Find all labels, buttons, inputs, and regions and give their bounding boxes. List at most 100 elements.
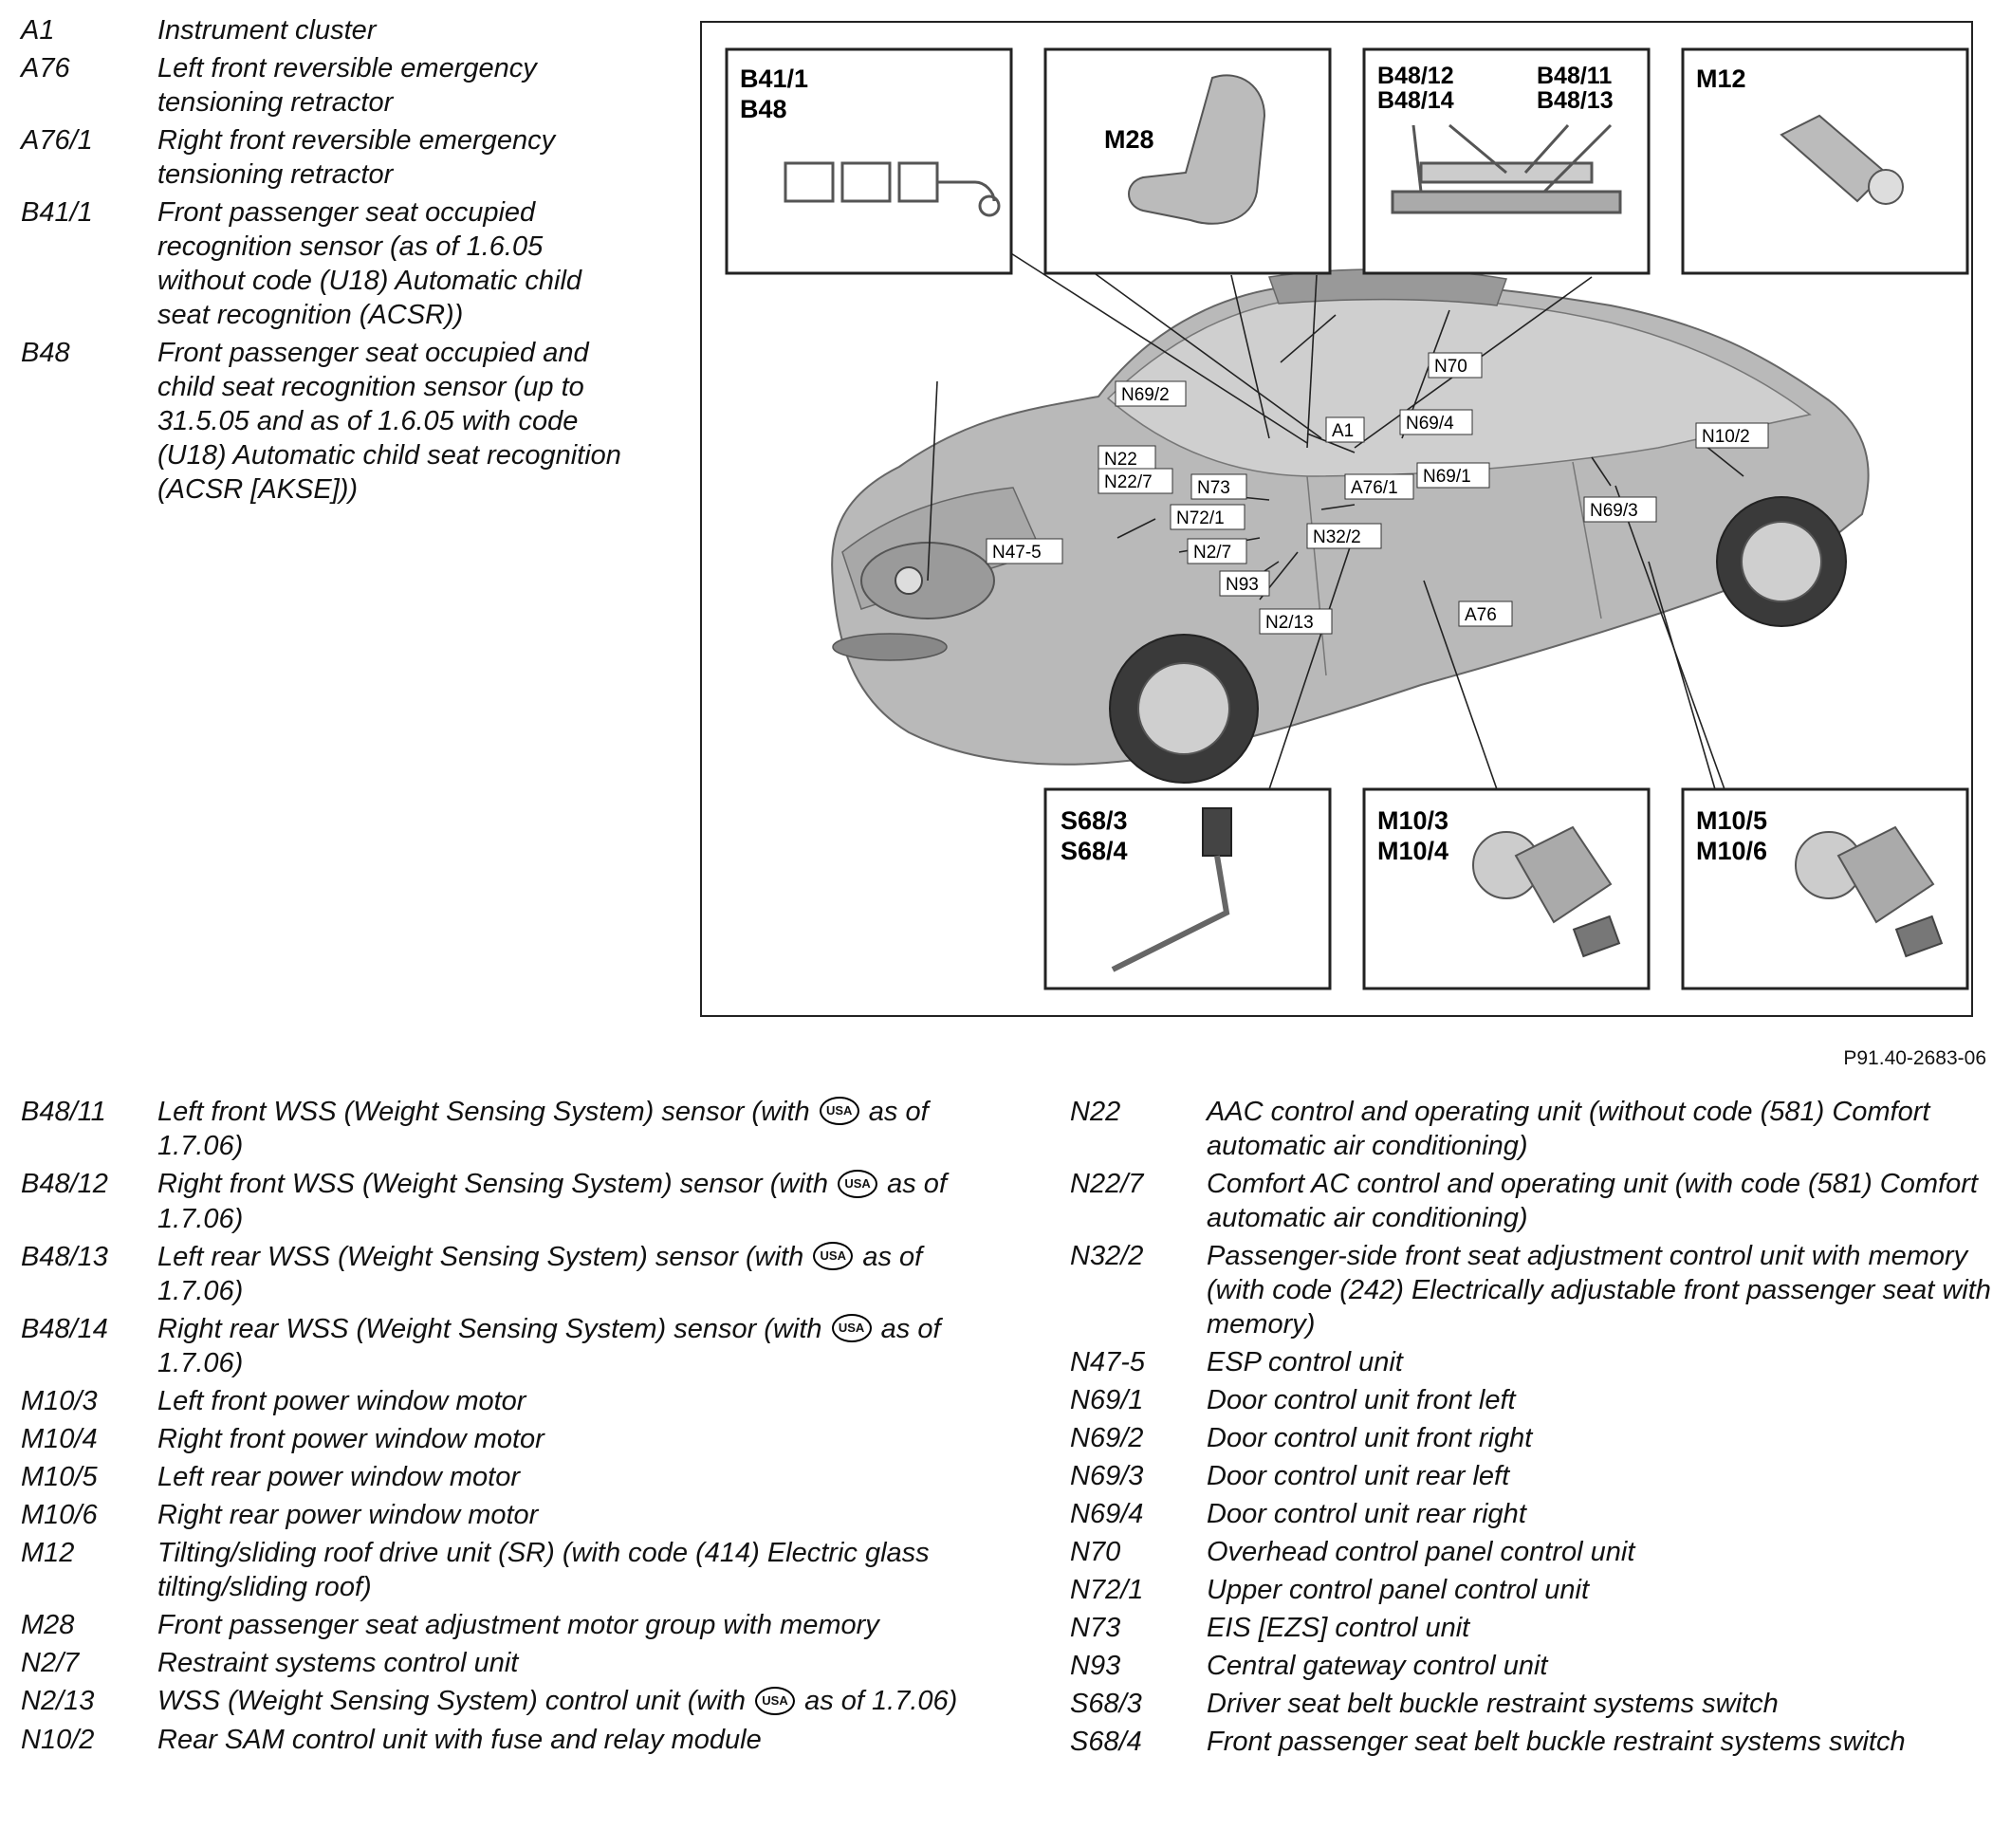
legend-desc: AAC control and operating unit (without … [1207,1095,2009,1163]
legend-item: N69/4Door control unit rear right [1070,1497,2009,1531]
label-n72-1: N72/1 [1171,505,1245,529]
legend-code: N2/13 [21,1684,157,1718]
callout-label: M10/4 [1377,837,1448,865]
legend-desc: Door control unit rear right [1207,1497,2009,1531]
legend-code: M10/3 [21,1384,157,1418]
svg-text:N22/7: N22/7 [1104,472,1153,492]
label-n69-4: N69/4 [1400,410,1472,434]
usa-badge-icon: USA [832,1314,872,1342]
callout-m10-front: M10/3 M10/4 [1364,789,1649,989]
callout-label: M12 [1696,65,1746,93]
label-n69-1: N69/1 [1417,463,1489,488]
legend-code: M10/6 [21,1498,157,1532]
legend-item: A76/1Right front reversible emergency te… [21,123,628,192]
legend-code: M12 [21,1536,157,1570]
legend-code: M10/5 [21,1460,157,1494]
label-n2-13: N2/13 [1260,609,1332,634]
svg-text:N22: N22 [1104,450,1137,470]
legend-code: A1 [21,13,157,47]
svg-text:N93: N93 [1226,575,1259,595]
legend-item: N32/2Passenger-side front seat adjustmen… [1070,1239,2009,1341]
legend-desc: Door control unit front left [1207,1383,2009,1417]
label-n73: N73 [1191,474,1246,499]
svg-text:N2/13: N2/13 [1265,613,1314,633]
svg-text:N32/2: N32/2 [1313,527,1361,547]
callout-m10-rear: M10/5 M10/6 [1683,789,1967,989]
legend-desc: Instrument cluster [157,13,628,47]
legend-item: M10/3Left front power window motor [21,1384,998,1418]
legend-code: B48 [21,336,157,370]
callout-m12: M12 [1683,49,1967,273]
svg-text:N73: N73 [1197,478,1230,498]
label-a76-1: A76/1 [1345,474,1413,499]
callout-label: S68/4 [1061,837,1128,865]
legend-desc: Right front power window motor [157,1422,998,1456]
legend-code: N10/2 [21,1723,157,1757]
legend-code: N69/1 [1070,1383,1207,1417]
legend-desc: Rear SAM control unit with fuse and rela… [157,1723,998,1757]
legend-bottom-right: N22AAC control and operating unit (witho… [1070,1095,2009,1763]
legend-code: S68/4 [1070,1725,1207,1759]
callout-label: M10/5 [1696,806,1767,835]
legend-item: N22/7Comfort AC control and operating un… [1070,1167,2009,1235]
callout-label: B48/11 [1537,63,1612,89]
legend-desc: Tilting/sliding roof drive unit (SR) (wi… [157,1536,998,1604]
callout-label: B41/1 [740,65,808,93]
svg-text:A1: A1 [1332,421,1354,441]
legend-desc: Restraint systems control unit [157,1646,998,1680]
legend-desc: Passenger-side front seat adjustment con… [1207,1239,2009,1341]
legend-code: N69/4 [1070,1497,1207,1531]
legend-desc: Left front WSS (Weight Sensing System) s… [157,1095,998,1163]
label-n93: N93 [1220,571,1269,596]
legend-code: A76 [21,51,157,85]
legend-item: B48/11Left front WSS (Weight Sensing Sys… [21,1095,998,1163]
car-logo [895,567,922,594]
svg-text:N69/3: N69/3 [1590,501,1638,521]
legend-item: N69/3Door control unit rear left [1070,1459,2009,1493]
label-n69-3: N69/3 [1584,497,1656,522]
legend-desc: Right rear WSS (Weight Sensing System) s… [157,1312,998,1380]
legend-item: B41/1Front passenger seat occupied recog… [21,195,628,332]
label-n70: N70 [1429,353,1482,378]
svg-text:N10/2: N10/2 [1702,427,1750,447]
legend-desc: Door control unit rear left [1207,1459,2009,1493]
svg-text:A76/1: A76/1 [1351,478,1398,498]
svg-text:N70: N70 [1434,357,1467,377]
legend-desc: Overhead control panel control unit [1207,1535,2009,1569]
legend-code: A76/1 [21,123,157,157]
callout-label: B48/12 [1377,63,1454,89]
legend-bottom-left: B48/11Left front WSS (Weight Sensing Sys… [21,1095,998,1761]
callout-label: B48/13 [1537,87,1614,114]
legend-desc: Left rear power window motor [157,1460,998,1494]
usa-badge-icon: USA [820,1097,859,1125]
vehicle-component-diagram: B41/1 B48 M28 B48/12 B48/14 B48/11 B48/1… [700,21,1973,1017]
legend-code: B48/14 [21,1312,157,1346]
svg-text:N69/2: N69/2 [1121,385,1170,405]
legend-desc: Front passenger seat occupied and child … [157,336,628,507]
legend-desc: ESP control unit [1207,1345,2009,1379]
label-n69-2: N69/2 [1116,381,1186,406]
legend-desc: Right front reversible emergency tension… [157,123,628,192]
legend-code: B48/13 [21,1240,157,1274]
legend-desc: Central gateway control unit [1207,1649,2009,1683]
legend-code: N22/7 [1070,1167,1207,1201]
label-n47-5: N47-5 [987,539,1062,564]
legend-desc: Front passenger seat occupied recognitio… [157,195,628,332]
svg-text:N69/4: N69/4 [1406,414,1454,434]
